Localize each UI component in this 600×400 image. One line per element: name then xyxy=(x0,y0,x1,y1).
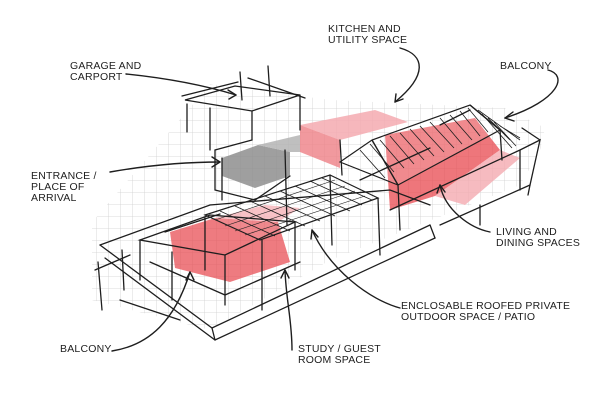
label-study-guest: STUDY / GUEST ROOM SPACE xyxy=(298,344,381,366)
leader-kitchen xyxy=(395,48,419,102)
label-entrance: ENTRANCE / PLACE OF ARRIVAL xyxy=(31,171,97,204)
leader-balcony-top xyxy=(505,70,558,118)
label-balcony-top: BALCONY xyxy=(500,61,552,72)
label-kitchen-utility: KITCHEN AND UTILITY SPACE xyxy=(328,24,407,46)
label-living-dining: LIVING AND DINING SPACES xyxy=(496,227,580,249)
label-patio: ENCLOSABLE ROOFED PRIVATE OUTDOOR SPACE … xyxy=(401,301,570,323)
label-balcony-bottom: BALCONY xyxy=(60,344,112,355)
label-garage-carport: GARAGE AND CARPORT xyxy=(70,61,141,83)
